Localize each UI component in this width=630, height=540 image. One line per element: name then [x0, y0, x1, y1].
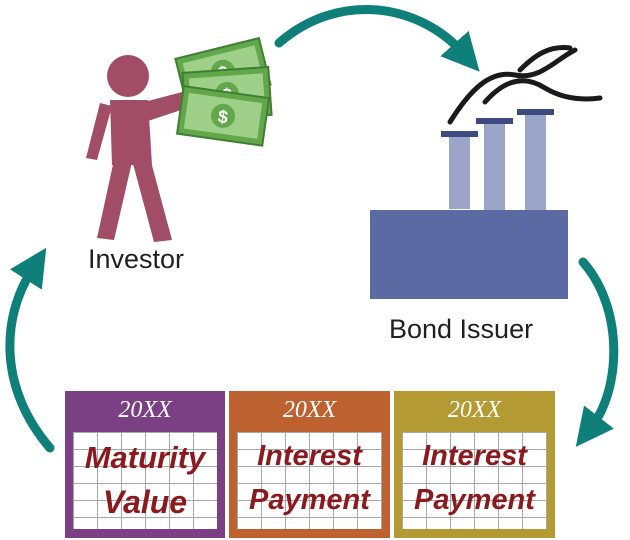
smoke-icon	[447, 44, 603, 125]
arrow-issuer-to-payments	[575, 257, 619, 447]
calendar-text-line-2: Payment	[414, 484, 535, 516]
arrow-investor-to-issuer	[274, 4, 480, 72]
calendar-grid	[73, 432, 217, 529]
calendar-text-line-1: Maturity	[84, 440, 206, 475]
calendar-year: 20XX	[282, 397, 337, 423]
svg-text:$: $	[217, 106, 230, 127]
calendar-text-line-2: Payment	[249, 484, 370, 516]
calendar-grid	[402, 432, 547, 529]
money-bills-icon: $ $ $	[174, 36, 273, 147]
calendar-text-line-1: Interest	[422, 440, 527, 472]
factory-icon	[370, 109, 568, 299]
calendar-interest-payment-1: 20XX Interest Payment	[229, 391, 390, 538]
calendar-interest-payment-2: 20XX Interest Payment	[394, 391, 555, 538]
calendar-text-line-1: Interest	[257, 440, 362, 472]
arrow-payments-to-investor	[5, 247, 55, 453]
bond-issuer-label: Bond Issuer	[389, 314, 534, 344]
calendar-maturity-value: 20XX Maturity Value	[65, 391, 225, 538]
investor-person-icon	[86, 55, 193, 242]
calendar-grid	[237, 432, 382, 529]
calendar-year: 20XX	[118, 397, 172, 423]
investor-label: Investor	[88, 244, 185, 274]
calendar-year: 20XX	[447, 397, 502, 423]
calendar-text-line-2: Value	[102, 484, 188, 520]
